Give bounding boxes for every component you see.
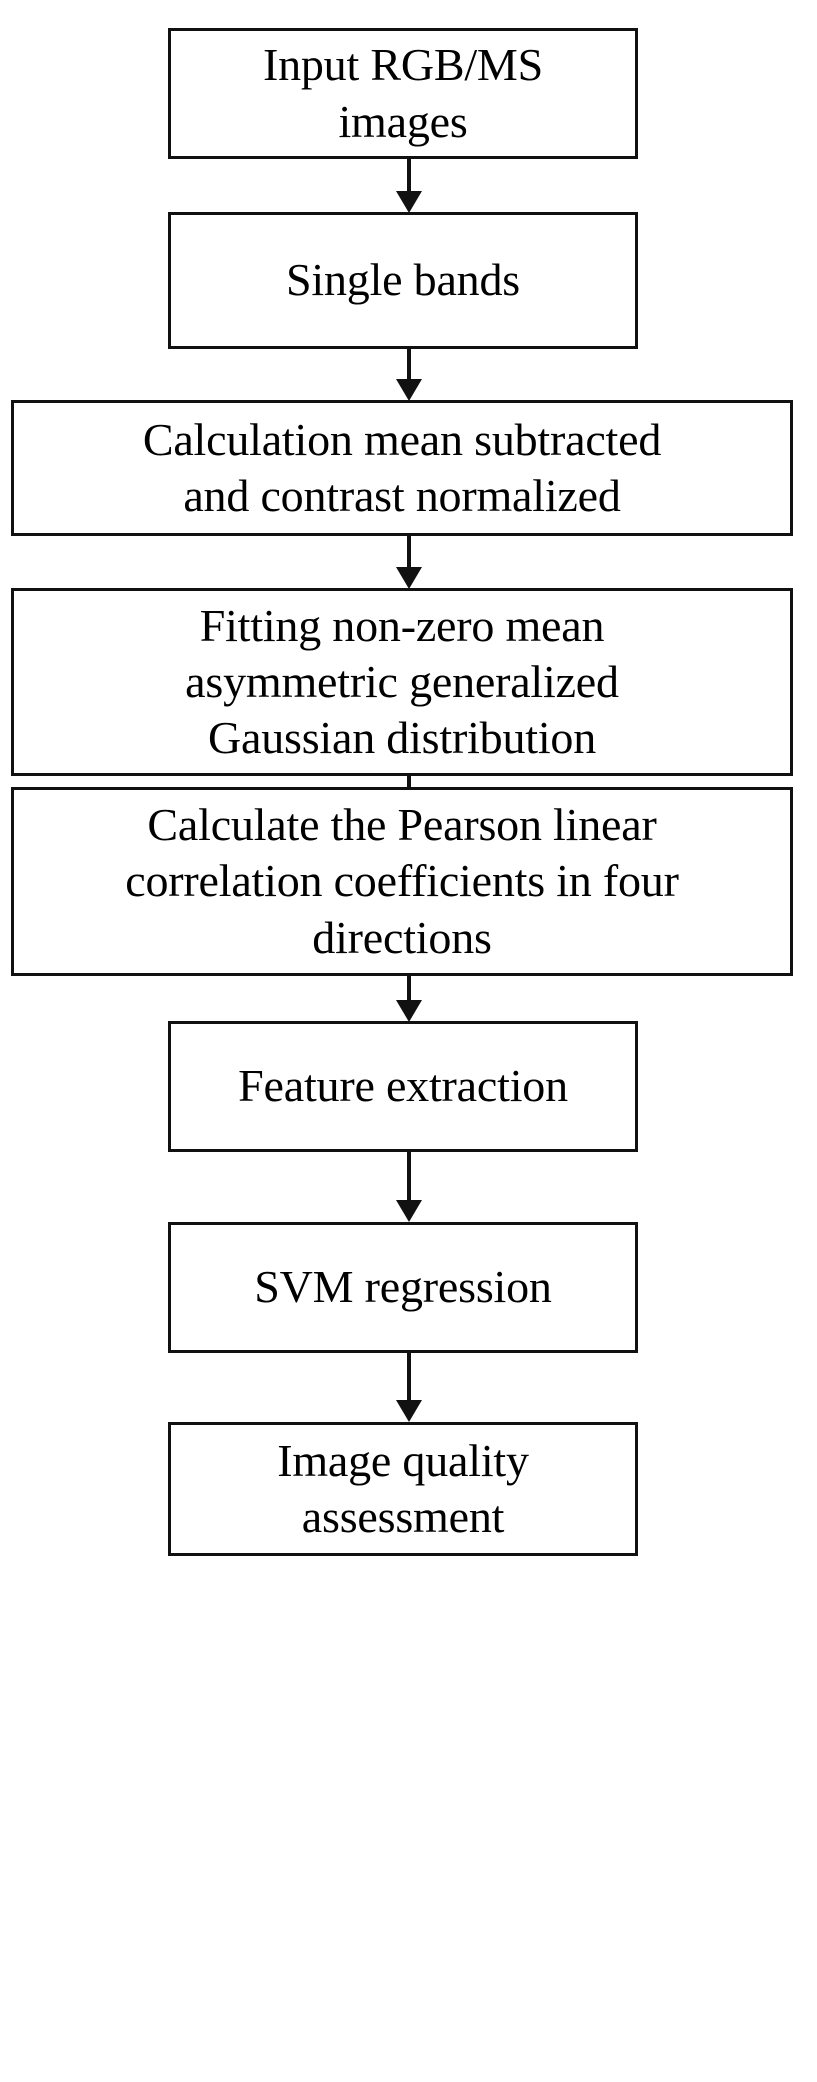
arrow-head-down-icon (396, 1400, 422, 1422)
node-image-quality-assessment-label: Image quality assessment (277, 1434, 529, 1542)
arrow-head-down-icon (396, 1200, 422, 1222)
arrow-shaft (407, 1152, 411, 1202)
node-feature-extraction: Feature extraction (168, 1021, 638, 1152)
arrow-feature-extraction-to-svm (396, 1152, 422, 1223)
node-image-quality-assessment: Image quality assessment (168, 1422, 638, 1556)
node-fitting-aggd-label: Fitting non-zero mean asymmetric general… (185, 599, 619, 764)
node-pearson-correlation-label: Calculate the Pearson linear correlation… (125, 799, 679, 963)
arrow-head-down-icon (396, 1000, 422, 1022)
node-svm-regression: SVM regression (168, 1222, 638, 1353)
arrow-mean-contrast-to-fitting-aggd (396, 536, 422, 589)
arrow-shaft (407, 349, 411, 381)
arrow-head-down-icon (396, 191, 422, 213)
arrow-shaft (407, 536, 411, 569)
node-mean-subtracted-contrast-normalized-label: Calculation mean subtracted and contrast… (142, 413, 662, 521)
arrow-head-down-icon (396, 379, 422, 401)
node-svm-regression-label: SVM regression (254, 1261, 552, 1313)
arrow-pearson-to-feature-extraction (396, 976, 422, 1022)
arrow-shaft (407, 1353, 411, 1402)
arrow-head-down-icon (396, 567, 422, 589)
arrow-single-bands-to-mean-contrast (396, 349, 422, 401)
arrow-shaft (407, 976, 411, 1002)
node-pearson-correlation: Calculate the Pearson linear correlation… (11, 787, 793, 976)
node-input-rgb-ms-images-label: Input RGB/MS images (262, 39, 544, 147)
node-single-bands-label: Single bands (286, 254, 520, 306)
node-mean-subtracted-contrast-normalized: Calculation mean subtracted and contrast… (11, 400, 793, 536)
node-input-rgb-ms-images: Input RGB/MS images (168, 28, 638, 159)
node-single-bands: Single bands (168, 212, 638, 349)
arrow-input-to-single-bands (396, 159, 422, 213)
node-fitting-aggd: Fitting non-zero mean asymmetric general… (11, 588, 793, 776)
arrow-svm-to-image-quality-assessment (396, 1353, 422, 1423)
arrow-shaft (407, 159, 411, 193)
node-feature-extraction-label: Feature extraction (238, 1060, 568, 1112)
